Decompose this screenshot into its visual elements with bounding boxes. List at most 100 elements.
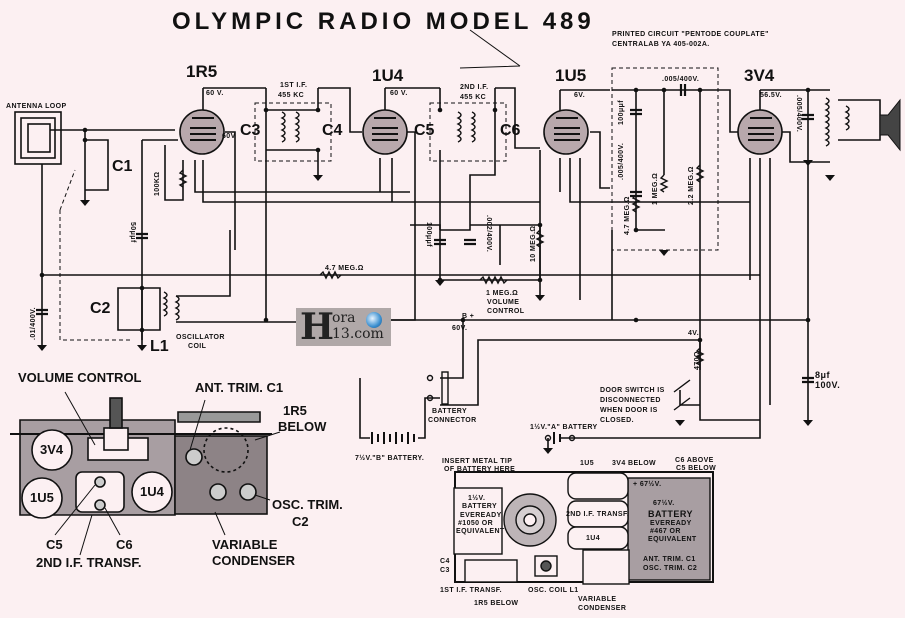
b-plus-voltage: 60V. xyxy=(452,325,468,332)
tube-label-1r5: 1R5 xyxy=(186,62,218,81)
bottom-a-batt-4: #1050 OR xyxy=(458,520,494,527)
bottom-insert-tip-1: INSERT METAL TIP xyxy=(442,458,513,465)
top-1r5-label-1: 1R5 xyxy=(283,403,307,418)
top-tube-1u5: 1U5 xyxy=(30,490,54,505)
c3-label: C3 xyxy=(240,122,261,139)
battery-connector-label-1: BATTERY xyxy=(432,408,468,415)
c-005-top-label: .005/400V. xyxy=(662,76,700,83)
bottom-b-plus: + 67½V. xyxy=(633,481,662,488)
tube-label-3v4: 3V4 xyxy=(744,66,775,85)
bottom-osc-coil: OSC. COIL L1 xyxy=(528,587,579,594)
a-battery-label: 1½V."A" BATTERY xyxy=(530,424,598,431)
tube-1r5-icon xyxy=(179,109,225,155)
top-osc-trim-label-2: C2 xyxy=(292,514,309,529)
tube-label-1u5: 1U5 xyxy=(555,66,587,85)
bottom-c6c5-1: C6 ABOVE xyxy=(675,457,714,464)
top-1r5-label-2: BELOW xyxy=(278,419,327,434)
volume-label-1: 1 MEG.Ω xyxy=(486,290,519,297)
top-tube-3v4: 3V4 xyxy=(40,442,64,457)
if1-freq: 455 KC xyxy=(278,92,305,99)
bottom-1r5-below: 1R5 BELOW xyxy=(474,600,519,607)
top-var-cond-label-1: VARIABLE xyxy=(212,537,278,552)
bottom-b-batt-2: BATTERY xyxy=(648,509,693,519)
bottom-b-batt-4: #467 OR xyxy=(650,528,681,535)
bottom-a-batt-5: EQUIVALENT xyxy=(456,528,505,535)
osc-coil-label-2: COIL xyxy=(188,343,207,350)
if2-label: 2ND I.F. xyxy=(460,84,489,91)
top-volume-control-label: VOLUME CONTROL xyxy=(18,370,142,385)
b-battery-label: 7½V."B" BATTERY. xyxy=(355,455,425,462)
top-var-cond-label-2: CONDENSER xyxy=(212,553,296,568)
door-switch-note-4: CLOSED. xyxy=(600,417,634,424)
bottom-b-batt-5: EQUIVALENT xyxy=(648,536,697,543)
top-ant-trim-label: ANT. TRIM. C1 xyxy=(195,380,284,395)
bottom-c3: C3 xyxy=(440,567,450,574)
bottom-b-batt-3: EVEREADY xyxy=(650,520,692,527)
bottom-if2: 2ND I.F. TRANSF. xyxy=(566,511,630,518)
watermark-logo: H ora 13.com xyxy=(296,306,391,348)
osc-coil-label-1: OSCILLATOR xyxy=(176,334,225,341)
c2-label: C2 xyxy=(90,300,111,317)
top-osc-trim-label-1: OSC. TRIM. xyxy=(272,497,343,512)
bottom-var-cond-1: VARIABLE xyxy=(578,596,617,603)
speaker-icon xyxy=(879,98,901,152)
bottom-var-cond-2: CONDENSER xyxy=(578,605,627,612)
bottom-a-batt-2: BATTERY xyxy=(462,503,498,510)
c4-label: C4 xyxy=(322,122,343,139)
tube-1u5-icon xyxy=(543,109,589,155)
voltage-label: 60 V. xyxy=(206,90,224,97)
c-8uf-label-2: 100V. xyxy=(815,380,841,390)
l1-label: L1 xyxy=(150,338,169,355)
bottom-a-batt-3: EVEREADY xyxy=(460,512,502,519)
bottom-if1: 1ST I.F. TRANSF. xyxy=(440,587,503,594)
tube-label-1u4: 1U4 xyxy=(372,66,404,85)
top-c6-label: C6 xyxy=(116,537,133,552)
bottom-tube-1u4: 1U4 xyxy=(586,535,601,542)
watermark-letter: H xyxy=(300,306,335,348)
c1-label: C1 xyxy=(112,158,133,175)
volume-label-3: CONTROL xyxy=(487,308,525,315)
bottom-tube-1u5: 1U5 xyxy=(580,460,595,467)
v4-label: 4V. xyxy=(688,330,700,337)
top-c5-label: C5 xyxy=(46,537,63,552)
bottom-tube-3v4: 3V4 BELOW xyxy=(612,460,657,467)
bottom-ant-trim: ANT. TRIM. C1 xyxy=(643,556,696,563)
volume-label-2: VOLUME xyxy=(487,299,520,306)
c-8uf-label-1: 8μf xyxy=(815,370,831,380)
bottom-insert-tip-2: OF BATTERY HERE xyxy=(444,466,516,473)
watermark-text-2: 13.com xyxy=(332,326,384,342)
tube-3v4-icon xyxy=(737,109,783,155)
globe-icon xyxy=(366,312,382,328)
door-switch-note-1: DOOR SWITCH IS xyxy=(600,387,665,394)
voltage-label: 6V. xyxy=(574,92,586,99)
top-tube-1u4: 1U4 xyxy=(140,484,164,499)
voltage-label: 60V xyxy=(222,133,236,140)
b-plus-label: B + xyxy=(462,313,475,320)
voltage-label: 56.5V. xyxy=(760,92,782,99)
bottom-b-batt-1: 67½V. xyxy=(653,500,675,507)
tube-1u4-icon xyxy=(362,109,408,155)
bottom-osc-trim: OSC. TRIM. C2 xyxy=(643,565,698,572)
if2-freq: 455 KC xyxy=(460,94,487,101)
antenna-loop-icon xyxy=(14,111,62,165)
door-switch-note-2: DISCONNECTED xyxy=(600,397,661,404)
voltage-label: 60 V. xyxy=(390,90,408,97)
c6-label: C6 xyxy=(500,122,521,139)
page-title: OLYMPIC RADIO MODEL 489 xyxy=(172,8,595,35)
antenna-label: ANTENNA LOOP xyxy=(6,103,67,110)
couplate-label-2: CENTRALAB YA 405-002A. xyxy=(612,41,710,48)
bottom-c6c5-2: C5 BELOW xyxy=(676,465,717,472)
c5-label: C5 xyxy=(414,122,435,139)
couplate-label-1: PRINTED CIRCUIT "PENTODE COUPLATE" xyxy=(612,31,769,38)
door-switch-note-3: WHEN DOOR IS xyxy=(600,407,658,414)
if1-label: 1ST I.F. xyxy=(280,82,308,89)
battery-connector-label-2: CONNECTOR xyxy=(428,417,477,424)
bottom-c4: C4 xyxy=(440,558,450,565)
top-if2-label: 2ND I.F. TRANSF. xyxy=(36,555,142,570)
watermark-text-1: ora xyxy=(332,310,356,326)
bottom-a-batt-1: 1½V. xyxy=(468,495,486,502)
r-4-7meg-label: 4.7 MEG.Ω xyxy=(325,265,364,272)
